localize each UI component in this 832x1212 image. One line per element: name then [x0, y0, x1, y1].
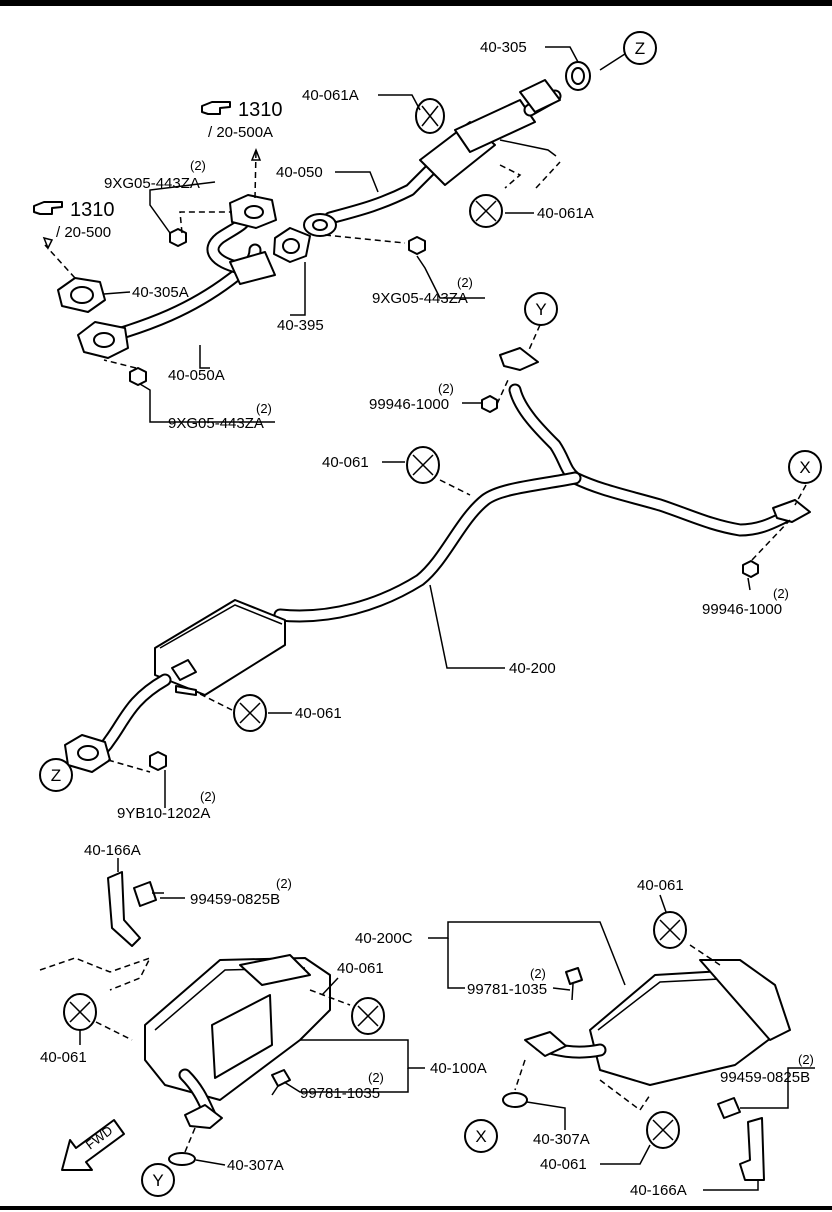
connector-x-right: X [799, 458, 810, 477]
hand-pointer-icon [201, 101, 231, 115]
part-label: 40-061 [40, 1049, 87, 1066]
part-label: 40-061 [540, 1156, 587, 1173]
part-label: 40-100A [430, 1060, 487, 1077]
connector-z-top: Z [635, 39, 645, 58]
reference-a-subsection: / 20-500A [208, 124, 273, 141]
part-label: 99781-1035 [467, 981, 547, 998]
part-label: 40-061 [295, 705, 342, 722]
part-label: 40-061 [322, 454, 369, 471]
reference-note-a: 1310 / 20-500A [201, 99, 283, 141]
part-label: 40-307A [227, 1157, 284, 1174]
part-label: 99459-0825B [190, 891, 280, 908]
hand-pointer-icon [33, 201, 63, 215]
bottom-border [0, 1206, 832, 1210]
part-label: 40-061 [637, 877, 684, 894]
connector-x-bottom: X [475, 1127, 486, 1146]
quantity-label: (2) [773, 586, 789, 601]
connector-circles: Z Y X Z X Y [39, 31, 822, 1197]
part-label: 40-200 [509, 660, 556, 677]
quantity-label: (2) [200, 789, 216, 804]
part-label: 40-166A [630, 1182, 687, 1199]
part-label: 40-395 [277, 317, 324, 334]
part-label: 99459-0825B [720, 1069, 810, 1086]
part-label: 40-061A [537, 205, 594, 222]
quantity-label: (2) [457, 275, 473, 290]
quantity-label: (2) [530, 966, 546, 981]
part-label: 40-061A [302, 87, 359, 104]
part-label: 9XG05-443ZA [372, 290, 468, 307]
connector-z-bottom: Z [51, 766, 61, 785]
right-muffler-assembly [502, 911, 791, 1181]
part-label: 40-050 [276, 164, 323, 181]
part-label: 40-305 [480, 39, 527, 56]
connector-y-top: Y [535, 300, 546, 319]
center-pipe-assembly [64, 324, 811, 773]
part-label: 40-050A [168, 367, 225, 384]
part-label: 9XG05-443ZA [168, 415, 264, 432]
part-label: 9XG05-443ZA [104, 175, 200, 192]
connector-y-bottom: Y [152, 1171, 163, 1190]
part-label: 40-200C [355, 930, 413, 947]
quantity-label: (2) [190, 158, 206, 173]
part-label: 9YB10-1202A [117, 805, 210, 822]
reference-b-subsection: / 20-500 [56, 224, 111, 241]
part-label: 99946-1000 [369, 396, 449, 413]
part-labels: 40-305 40-061A 40-050 40-061A 40-305A 40… [40, 39, 814, 1199]
quantity-label: (2) [438, 381, 454, 396]
fwd-arrow-icon: FWD [61, 1119, 125, 1171]
left-muffler-assembly [39, 871, 385, 1166]
reference-b-number: 1310 [70, 199, 115, 221]
part-label: 99781-1035 [300, 1085, 380, 1102]
quantity-label: (2) [256, 401, 272, 416]
quantity-label: (2) [276, 876, 292, 891]
quantity-label: (2) [798, 1052, 814, 1067]
part-label: 99946-1000 [702, 601, 782, 618]
part-label: 40-307A [533, 1131, 590, 1148]
reference-note-b: 1310 / 20-500 [33, 199, 115, 241]
part-label: 40-305A [132, 284, 189, 301]
reference-a-number: 1310 [238, 99, 283, 121]
part-label: 40-061 [337, 960, 384, 977]
part-label: 40-166A [84, 842, 141, 859]
front-pipe-assembly [42, 61, 591, 386]
top-border [0, 0, 832, 6]
quantity-label: (2) [368, 1070, 384, 1085]
leader-lines [79, 46, 815, 1191]
